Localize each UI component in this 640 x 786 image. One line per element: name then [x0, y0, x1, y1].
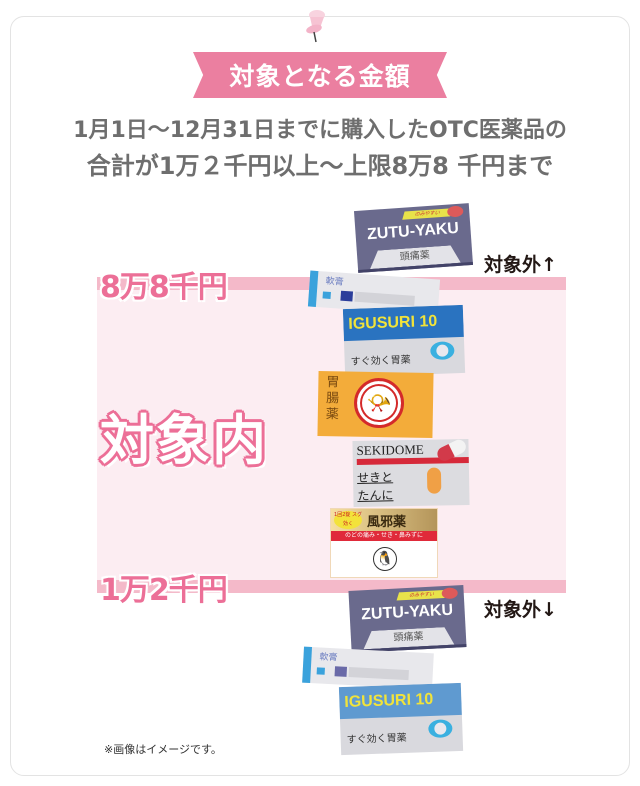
mascot-icon — [426, 467, 442, 494]
easy-to-take-tag: のみやすい — [396, 589, 447, 601]
headache-medicine-box-below: のみやすい ZUTU-YAKU 頭痛薬 — [348, 585, 467, 653]
product-description: のどの痛み・せき・鼻みずに — [331, 531, 437, 541]
page-title: 対象となる金額 — [229, 62, 411, 91]
headache-medicine-box: のみやすい ZUTU-YAKU 頭痛薬 — [353, 203, 474, 273]
product-name: ZUTU-YAKU — [366, 219, 460, 244]
outside-above-label: 対象外↑ — [484, 254, 557, 276]
product-name: IGUSURI 10 — [338, 682, 462, 720]
product-label: すぐ効く胃薬 — [350, 354, 411, 368]
gastrointestinal-medicine-box: 胃腸薬 📯 — [317, 371, 434, 438]
red-dot-icon — [441, 587, 458, 600]
cold-medicine-box: 1回2錠 スグ効く 風邪薬 のどの痛み・せき・鼻みずに 🐧 — [330, 508, 438, 578]
product-label: すぐ効く胃薬 — [346, 732, 407, 746]
stomach-medicine-box: IGUSURI 10 すぐ効く胃薬 — [342, 304, 466, 378]
product-line-1: せきと — [356, 470, 394, 485]
ointment-label: 軟膏 — [319, 652, 338, 664]
product-label: 胃腸薬 — [325, 375, 340, 423]
stripe-icon — [316, 667, 325, 675]
lower-limit-label: 1万2千円 — [100, 573, 228, 608]
easy-to-take-tag: のみやすい — [402, 208, 453, 220]
pushpin-icon — [306, 10, 325, 43]
gold-header: 1回2錠 スグ効く 風邪薬 — [331, 509, 437, 531]
stripe-icon — [322, 291, 331, 299]
red-stripe — [356, 456, 470, 465]
product-name: IGUSURI 10 — [342, 304, 464, 342]
stripe-icon — [354, 291, 415, 306]
product-name: ZUTU-YAKU — [360, 601, 454, 624]
ointment-tube-below: 軟膏 — [302, 646, 434, 690]
stripe-icon — [340, 290, 354, 302]
product-name: 風邪薬 — [367, 515, 407, 530]
product-label: 頭痛薬 — [369, 245, 461, 269]
product-label: 頭痛薬 — [363, 627, 455, 650]
outside-below-label: 対象外↓ — [484, 599, 557, 621]
pill-icon — [428, 719, 453, 739]
penguin-icon: 🐧 — [373, 547, 397, 571]
cough-medicine-box: SEKIDOME せきと たんに — [352, 438, 470, 508]
product-line-2: たんに — [357, 488, 394, 503]
stripe-icon — [348, 667, 409, 681]
image-disclaimer: ※画像はイメージです。 — [104, 743, 222, 756]
title-banner: 対象となる金額 — [193, 52, 447, 98]
pill-icon — [430, 341, 455, 361]
red-dot-icon — [446, 205, 464, 218]
product-name: SEKIDOME — [356, 441, 424, 458]
eligible-label: 対象内 — [100, 409, 268, 472]
subtitle-line-1: 1月1日～12月31日までに購入したOTC医薬品の — [73, 118, 567, 143]
dose-badge: 1回2錠 スグ効く — [334, 511, 362, 529]
stripe-icon — [334, 666, 348, 677]
bugle-icon: 📯 — [353, 377, 405, 429]
stomach-medicine-box-below: IGUSURI 10 すぐ効く胃薬 — [338, 682, 464, 756]
upper-limit-label: 8万8千円 — [100, 270, 228, 305]
subtitle-line-2: 合計が1万２千円以上～上限8万8 千円まで — [86, 152, 554, 180]
ointment-label: 軟膏 — [325, 276, 344, 288]
